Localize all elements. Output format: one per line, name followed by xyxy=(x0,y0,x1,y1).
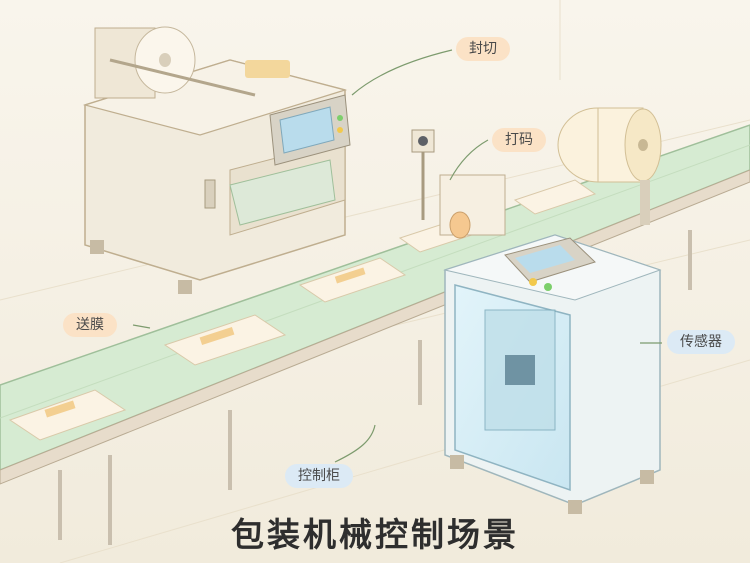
film-roll xyxy=(94,26,256,99)
right-film-roll xyxy=(557,107,662,225)
scene-title: 包装机械控制场景 xyxy=(231,515,519,554)
machine-hmi-screen xyxy=(269,94,351,166)
control-cabinet xyxy=(443,234,662,514)
sensor-callout: 传感器 xyxy=(667,330,735,354)
feed-callout: 送膜 xyxy=(63,313,117,337)
print-callout: 打码 xyxy=(492,128,546,152)
seal-callout: 封切 xyxy=(456,37,510,61)
conveyor-legs xyxy=(58,230,692,545)
cabinet-callout: 控制柜 xyxy=(285,464,353,488)
printer-unit xyxy=(411,129,506,239)
callout-arrows xyxy=(132,49,662,463)
